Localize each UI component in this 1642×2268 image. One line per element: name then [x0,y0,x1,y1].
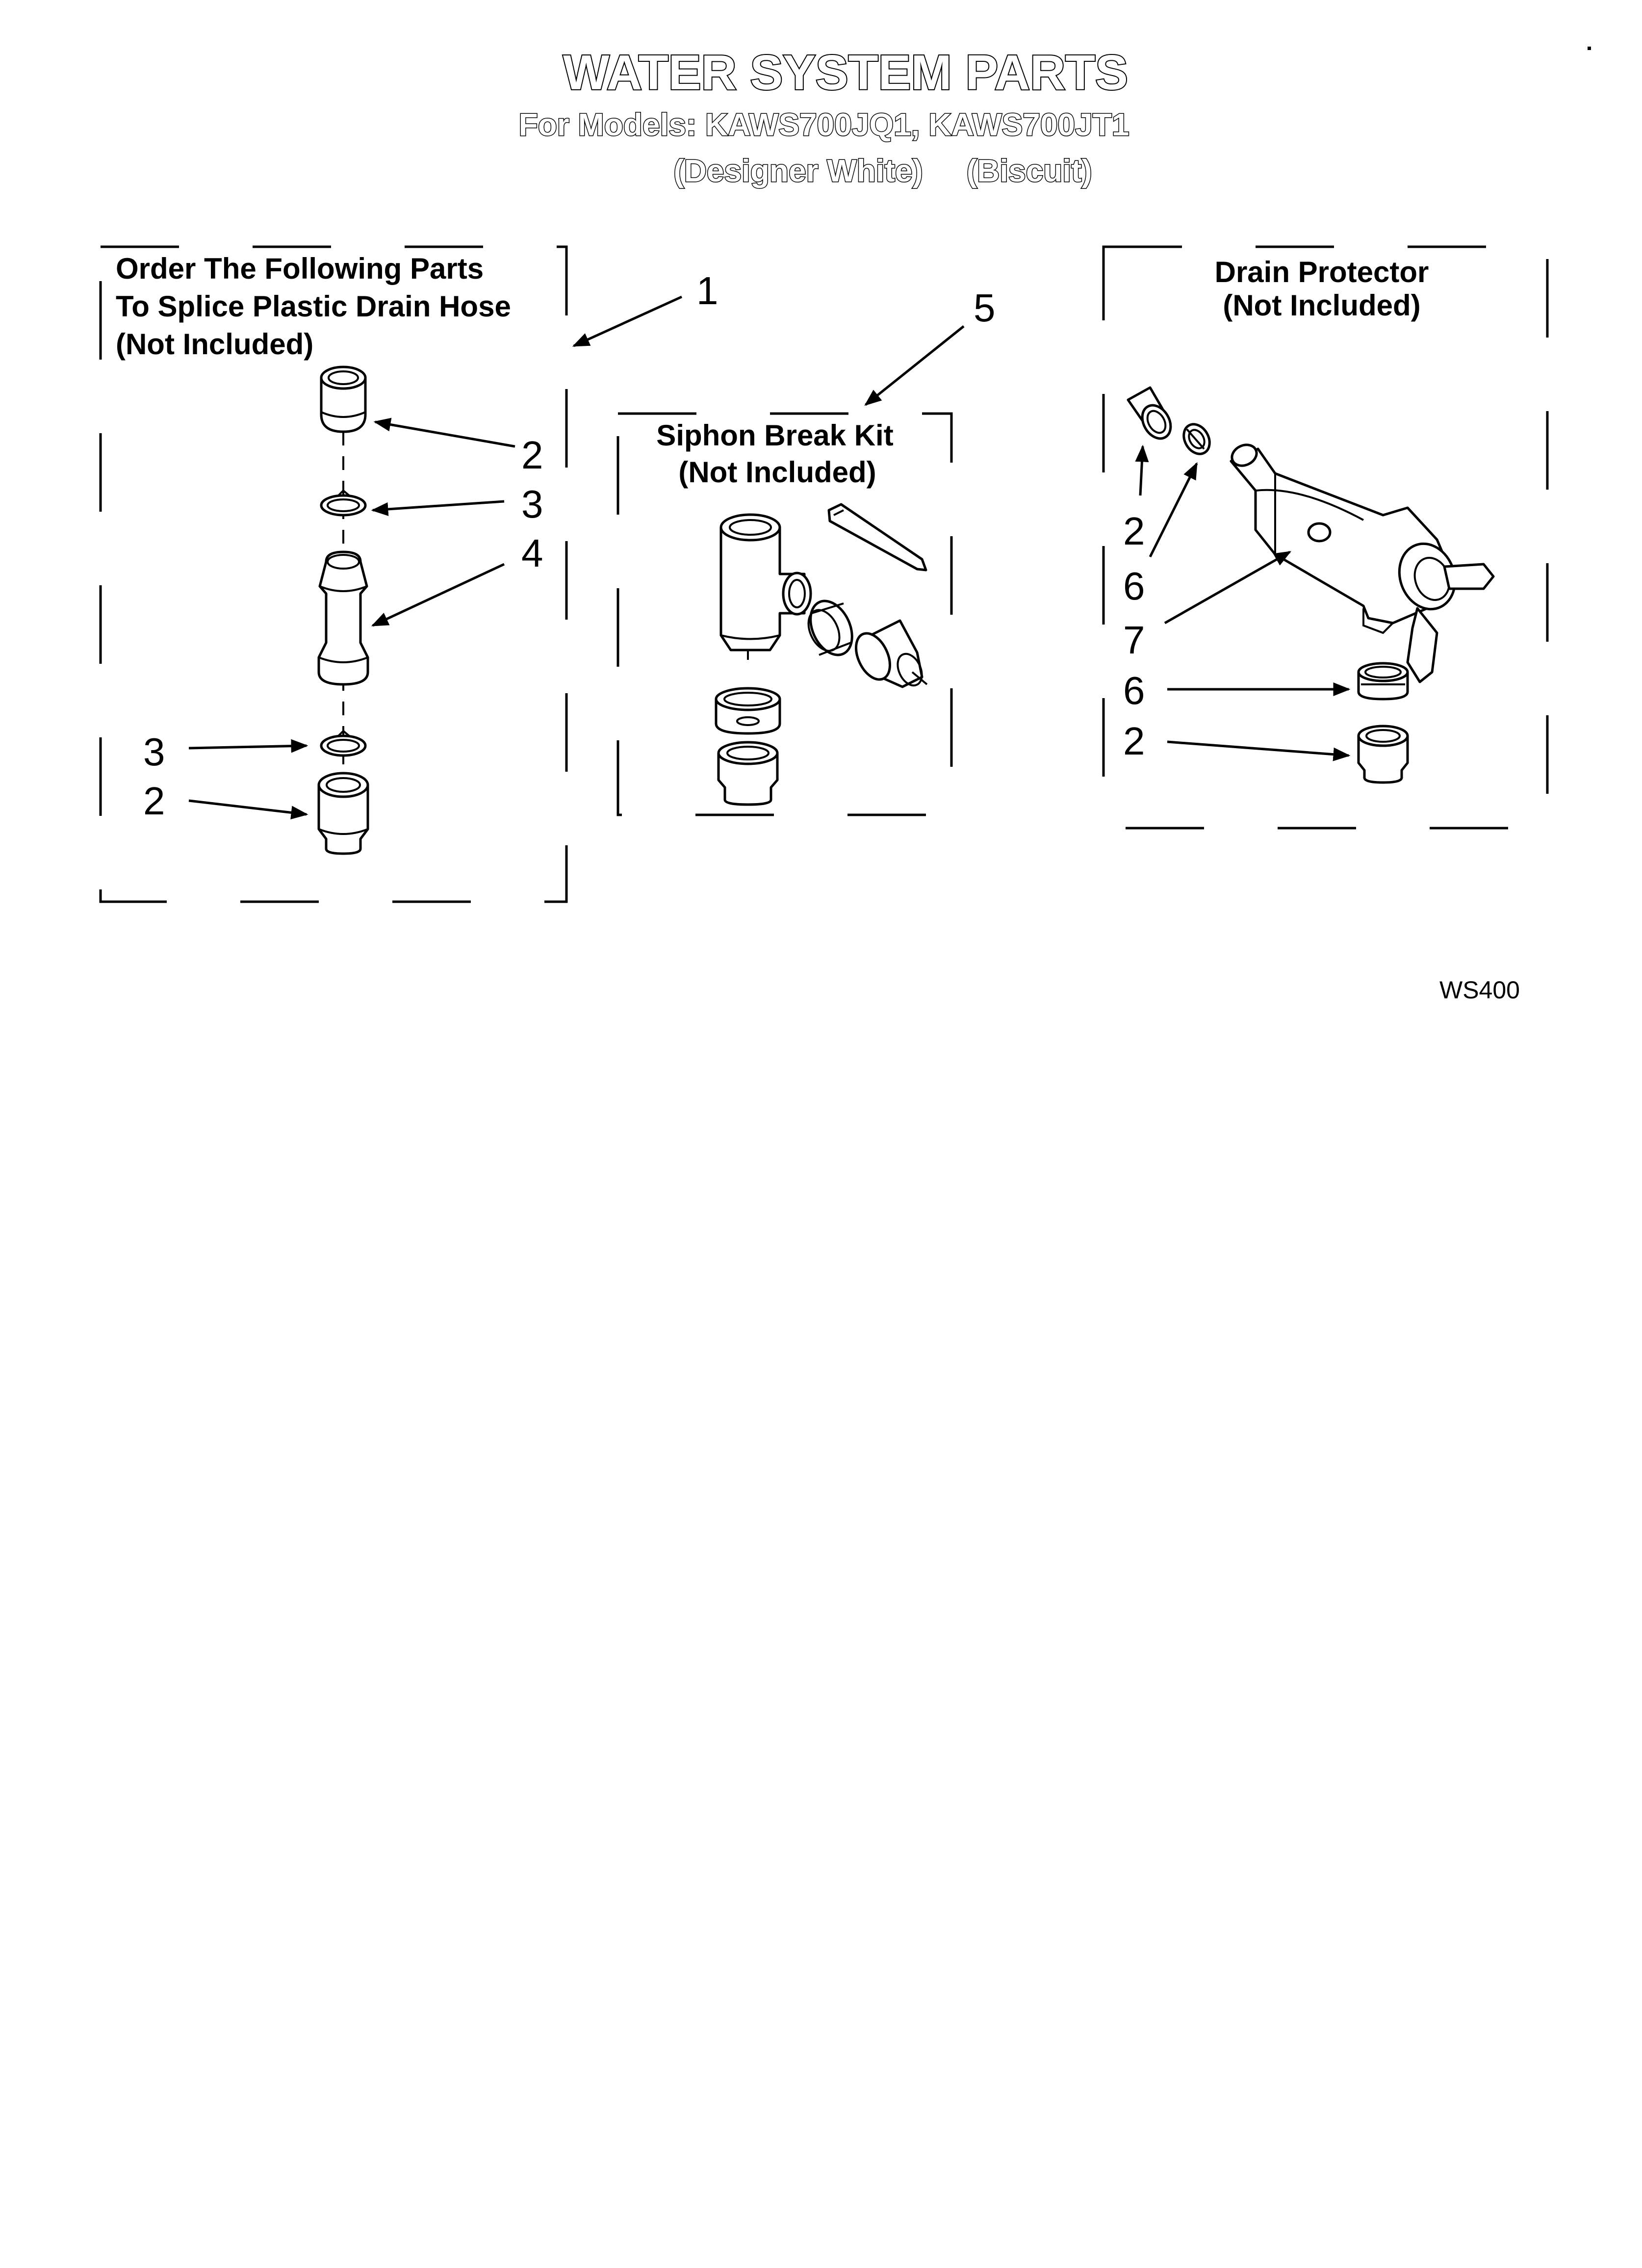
drain-group-title-line1: Drain Protector [1215,256,1429,288]
splice-group-title-line1: Order The Following Parts [116,252,484,285]
siphon-group-frame [616,412,953,816]
splice-group-frame [99,245,568,903]
callout-6-drain-top: 6 [1123,564,1145,608]
callout-2-drain-top: 2 [1123,509,1145,553]
splice-barbed-connector [317,550,369,686]
drain-adapter-top [1127,386,1172,440]
siphon-break-kit-group: Siphon Break Kit (Not Included) [616,286,996,816]
siphon-adapter-bottom [717,741,779,806]
splice-connector-bottom [317,772,369,855]
siphon-group-title-line2: (Not Included) [678,456,876,489]
drain-group-frame [1102,245,1549,830]
drain-protector-body [1230,443,1495,683]
leader-7 [1164,550,1292,625]
leader-2-drain-top [1135,444,1149,496]
leader-5 [864,325,965,406]
callout-2-bottom: 2 [143,779,165,823]
splice-parts-group: Order The Following Parts To Splice Plas… [99,245,718,903]
leader-2-bottom [188,799,308,820]
leader-2-drain-bottom [1167,740,1351,761]
leader-4 [371,563,505,627]
siphon-tee-fitting [719,513,812,660]
callout-3-bottom: 3 [143,730,165,774]
leader-3-bottom [188,739,308,753]
drain-protector-group: Drain Protector (Not Included) [1102,245,1549,830]
leader-1 [572,295,683,347]
siphon-group-title-line1: Siphon Break Kit [656,419,893,452]
callout-7: 7 [1123,618,1145,662]
callout-1: 1 [696,269,718,313]
splice-group-title-line2: To Splice Plastic Drain Hose [116,290,511,323]
splice-clamp-top [320,489,367,517]
model-colors: (Designer White) (Biscuit) [673,153,1092,188]
leader-6-drain-top [1149,462,1198,558]
splice-connector-top [320,365,367,433]
drain-clamp-top [1182,423,1211,455]
siphon-clamp-ring [807,600,853,656]
drain-clamp-bottom [1357,662,1409,701]
drain-group-title-line2: (Not Included) [1223,289,1420,322]
callout-2-top: 2 [521,433,543,477]
model-numbers: For Models: KAWS700JQ1, KAWS700JT1 [519,107,1129,142]
splice-clamp-bottom [320,730,367,757]
drain-adapter-bottom [1357,725,1409,784]
callout-3-top: 3 [521,482,543,526]
splice-group-title-line3: (Not Included) [116,328,313,361]
diagram-code: WS400 [1439,976,1520,1004]
callout-4: 4 [521,531,543,575]
callout-5: 5 [974,286,996,330]
leader-3-top [371,500,505,516]
corner-mark [1588,47,1591,50]
page-title: WATER SYSTEM PARTS [563,45,1128,100]
siphon-cable-tie [827,503,927,572]
siphon-clamp-ring-bottom [715,687,781,735]
siphon-hose-adapter [855,619,928,688]
leader-2-top [373,417,515,448]
callout-6-drain-bottom: 6 [1123,669,1145,712]
callout-2-drain-bottom: 2 [1123,719,1145,763]
